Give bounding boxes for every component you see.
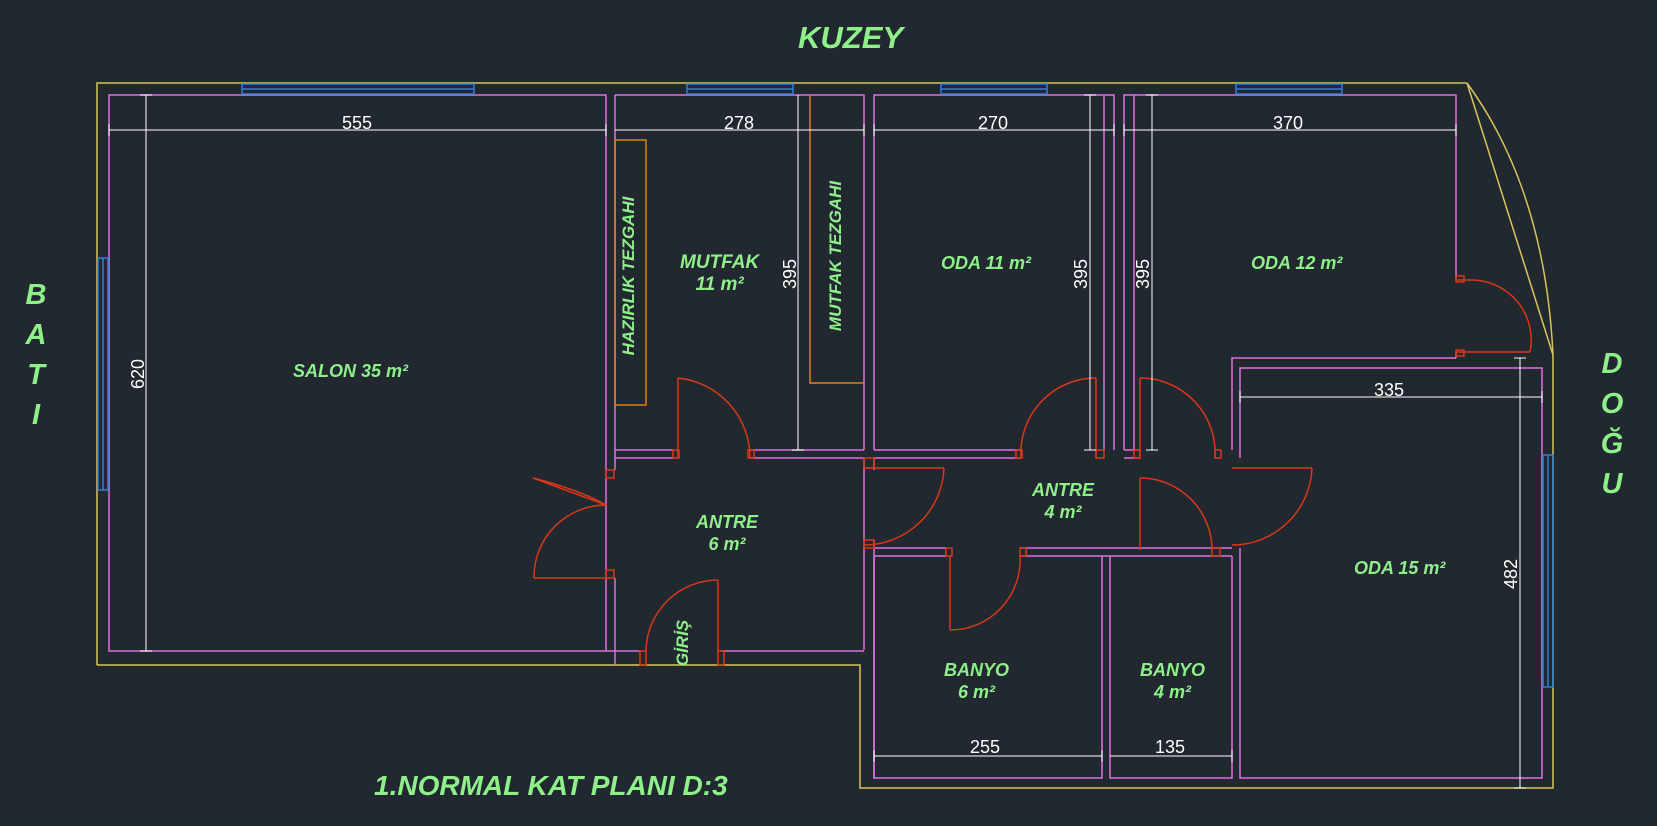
windows [97,83,1554,688]
dimension-oda11-height: 395 [1071,258,1091,290]
compass-north: KUZEY [798,20,904,55]
room-label-banyo2: BANYO 4 m² [1140,659,1205,703]
dimension-banyo1-width: 255 [970,737,1001,757]
room-label-antre1: ANTRE 6 m² [696,511,758,555]
room-area: 4 m² [1154,682,1192,702]
room-label-antre2: ANTRE 4 m² [1032,479,1094,523]
dimension-salon-width: 555 [342,113,373,133]
compass-east-letter: D [1601,348,1623,380]
room-name: BANYO [1140,660,1206,680]
compass-west: B A T I [16,275,56,435]
dimension-oda15-width: 335 [1374,380,1405,400]
compass-west-letter: A [25,319,47,351]
compass-east-letter: Ğ [1600,428,1624,460]
counters [614,95,864,406]
room-area: 6 m² [958,682,996,702]
room-label-mutfak: MUTFAK 11 m² [680,252,759,296]
counter-label-hazirlik: HAZIRLIK TEZGAHI [619,196,638,356]
room-name: ANTRE [696,512,758,532]
entrance-label: GİRİŞ [673,619,692,667]
counter-label-mutfak: MUTFAK TEZGAHI [826,180,845,332]
room-name: ANTRE [1032,480,1094,500]
room-label-oda12: ODA 12 m² [1251,253,1343,273]
doors [532,275,1532,666]
compass-east-letter: O [1600,388,1624,420]
dimension-banyo2-width: 135 [1155,737,1186,757]
dimension-oda12-height: 395 [1133,258,1153,290]
compass-east-letter: U [1601,468,1623,500]
room-label-banyo1: BANYO 6 m² [944,659,1009,703]
dimension-mutfak-width: 278 [724,113,755,133]
compass-west-letter: B [25,279,47,311]
drawing-title: 1.NORMAL KAT PLANI D:3 [374,770,728,801]
room-label-oda15: ODA 15 m² [1354,558,1446,578]
dimension-mutfak-height: 395 [780,258,800,290]
dimension-lines [108,94,1543,789]
room-label-oda11: ODA 11 m² [941,253,1032,273]
compass-west-letter: I [31,399,41,431]
compass-east: D O Ğ U [1592,344,1632,504]
dimension-salon-height: 620 [128,358,148,390]
room-area: 4 m² [1044,502,1082,522]
compass-west-letter: T [27,359,45,391]
dimension-oda11-width: 270 [978,113,1009,133]
room-area: 6 m² [708,534,746,554]
room-name: BANYO [944,660,1010,680]
room-name: MUTFAK [680,252,760,273]
room-label-salon: SALON 35 m² [293,361,409,381]
interior-walls [108,94,1543,779]
dimension-oda12-width: 370 [1273,113,1304,133]
room-area: 11 m² [695,274,744,295]
dimension-oda15-height: 482 [1501,558,1521,590]
